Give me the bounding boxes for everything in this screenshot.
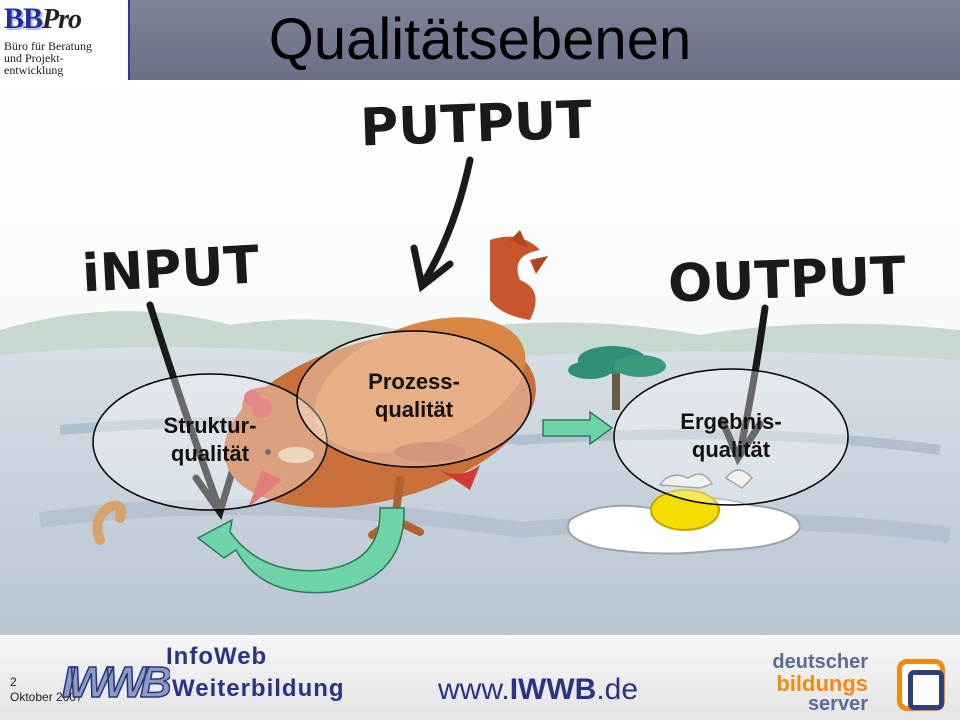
logo-brand: BBPro [4, 2, 82, 35]
struktur-qualitaet-label: Struktur- qualität [163, 413, 257, 466]
struktur-bubble [92, 373, 328, 511]
page-title: Qualitätsebenen [268, 7, 692, 72]
input-label: iNPUT [81, 235, 262, 304]
svg-text:IWWB: IWWB [62, 658, 170, 707]
header-bar: BBPro Büro für Beratung und Projekt- ent… [0, 0, 960, 80]
slide-date: Oktober 2007 [10, 690, 83, 704]
ergebnis-qualitaet-label: Ergebnis- qualität [680, 409, 782, 462]
prozess-bubble [296, 330, 532, 468]
prozess-qualitaet-label: Prozess- qualität [368, 369, 460, 422]
dbs-logo-deutscher: deutscher [772, 651, 868, 673]
putput-arrow [410, 156, 474, 293]
output-label: OUTPUT [667, 246, 907, 314]
forward-arrow-icon [542, 410, 614, 446]
fried-egg-illustration [567, 469, 802, 555]
dbs-logo-server: server [807, 693, 868, 715]
input-arrow [146, 301, 236, 520]
dbs-logo-bildungs: bildungs [776, 671, 868, 696]
slide-number: 2 [10, 675, 17, 689]
quality-diagram: iNPUT PUTPUT OUTPUT [0, 80, 960, 635]
output-arrow [718, 304, 769, 466]
infoweb-label: InfoWeb [166, 643, 268, 670]
footer-bar: 2 Oktober 2007 IWWB InfoWeb Weiterbildun… [0, 635, 960, 720]
iwwb-logo[interactable]: IWWB [60, 647, 170, 717]
dbs-logo-icon[interactable] [897, 659, 945, 711]
website-link[interactable]: www.IWWB.de [438, 673, 639, 706]
feedback-arrow-icon [196, 507, 405, 594]
logo-tagline: Büro für Beratung und Projekt- entwicklu… [4, 39, 92, 77]
worm-illustration [92, 500, 126, 545]
bbpro-logo[interactable]: BBPro Büro für Beratung und Projekt- ent… [0, 0, 130, 80]
chicken-illustration [224, 230, 548, 539]
putput-label: PUTPUT [359, 90, 593, 158]
weiterbildung-label: Weiterbildung [172, 675, 345, 702]
ergebnis-bubble [613, 368, 849, 506]
